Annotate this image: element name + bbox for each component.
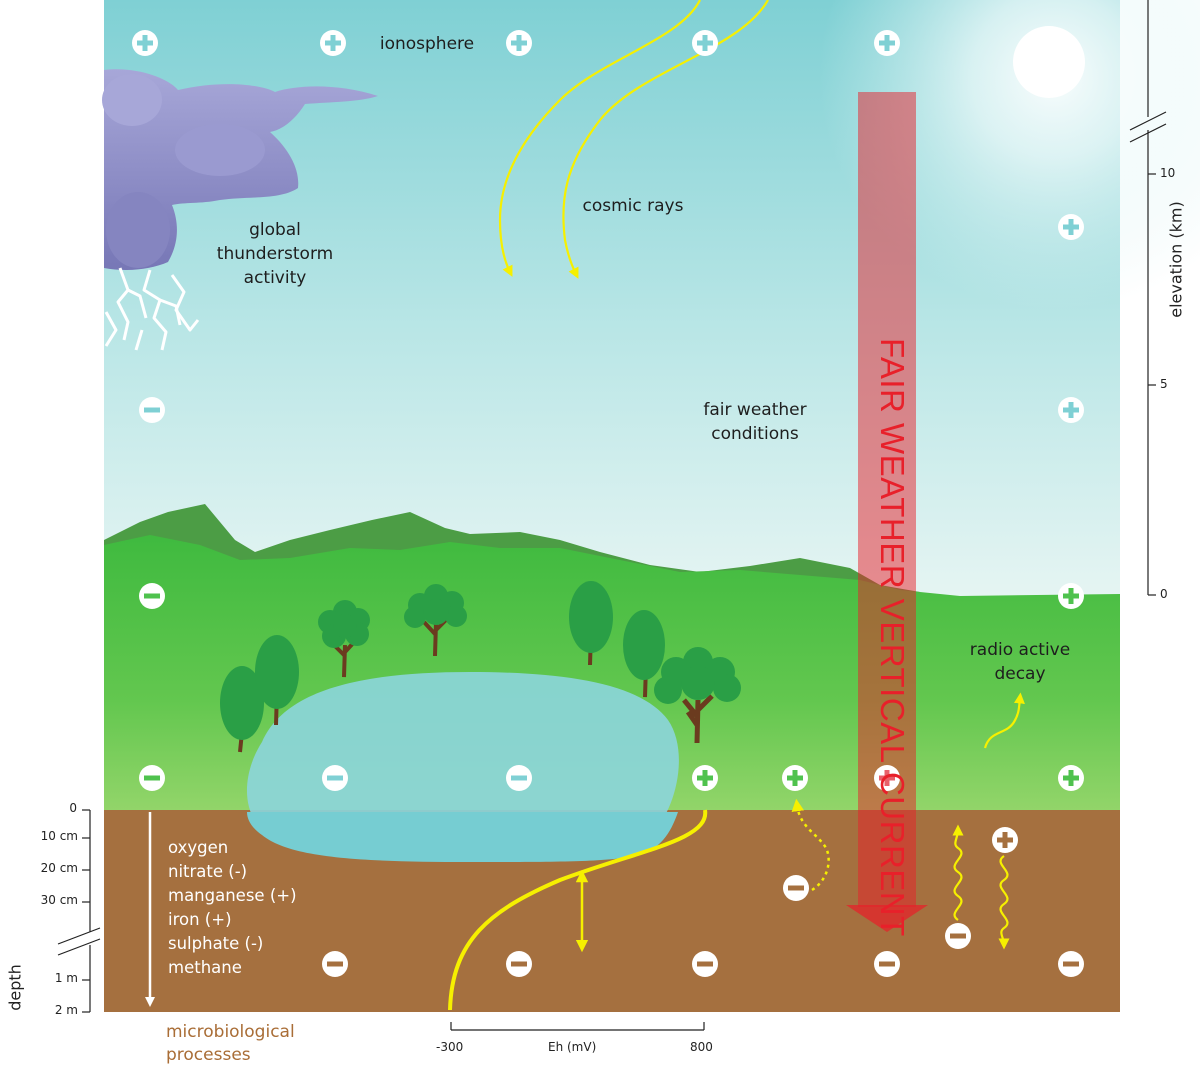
charge-symbols <box>132 30 1084 977</box>
negative-charge-icon <box>692 951 718 977</box>
depth-tick-label: 2 m <box>54 1003 78 1017</box>
positive-charge-icon <box>320 30 346 56</box>
wavy-arrow-up <box>952 824 964 921</box>
positive-charge-icon <box>1058 397 1084 423</box>
negative-charge-icon <box>139 583 165 609</box>
soil-process-item: manganese (+) <box>168 886 297 905</box>
positive-charge-icon <box>782 765 808 791</box>
positive-charge-icon <box>992 827 1018 853</box>
soil-process-item: methane <box>168 958 242 977</box>
fair-weather-label-line: conditions <box>711 424 799 444</box>
negative-charge-icon <box>506 951 532 977</box>
negative-charge-icon <box>322 951 348 977</box>
elevation-tick-label: 10 <box>1160 166 1176 180</box>
tree <box>255 635 299 726</box>
eh-axis-max-label: 800 <box>690 1040 713 1054</box>
ionosphere-label: ionosphere <box>379 34 475 54</box>
radioactive-decay-arrow <box>983 692 1025 749</box>
soil-process-item: sulphate (-) <box>168 934 264 953</box>
positive-charge-icon <box>692 30 718 56</box>
depth-tick-label: 1 m <box>54 971 78 985</box>
cosmic-rays-label: cosmic rays <box>582 196 684 216</box>
negative-charge-icon <box>945 923 971 949</box>
eh-axis-min-label: -300 <box>436 1040 464 1054</box>
negative-charge-icon <box>322 765 348 791</box>
tree <box>654 647 741 744</box>
negative-charge-icon <box>874 951 900 977</box>
elevation-axis <box>1129 0 1167 596</box>
tree <box>220 666 264 753</box>
tree <box>623 610 665 698</box>
microbiological-processes-line: processes <box>166 1045 251 1065</box>
elevation-tick-label: 5 <box>1160 377 1168 391</box>
negative-charge-icon <box>139 765 165 791</box>
positive-charge-icon <box>1058 214 1084 240</box>
radioactive-decay-label-line: radio active <box>969 640 1071 660</box>
positive-charge-icon <box>692 765 718 791</box>
thunderstorm-label: global thunderstorm activity <box>200 218 350 290</box>
thunderstorm-label-line: global <box>249 220 301 240</box>
soil-process-list: oxygen nitrate (-) manganese (+) iron (+) su… <box>168 836 297 980</box>
soil-process-item: oxygen <box>168 838 229 857</box>
depth-tick-label: 10 cm <box>40 829 78 843</box>
soil-process-item: nitrate (-) <box>168 862 248 881</box>
lightning-bolts <box>104 267 200 351</box>
fair-weather-current-label: FAIR WEATHER VERTICAL CURRENT <box>874 338 911 937</box>
microbiological-processes-label: microbiological processes <box>166 1021 295 1067</box>
trees <box>220 581 741 753</box>
elevation-tick-label: 0 <box>1160 587 1168 601</box>
negative-charge-icon <box>1058 951 1084 977</box>
thunderstorm-label-line: thunderstorm <box>216 244 334 264</box>
dotted-arrow <box>791 798 830 892</box>
pond-under-soil <box>247 812 678 862</box>
positive-charge-icon <box>132 30 158 56</box>
redox-curve <box>448 809 708 1011</box>
tree <box>318 600 370 678</box>
negative-charge-icon <box>139 397 165 423</box>
sun <box>1013 26 1085 98</box>
positive-charge-icon <box>1058 583 1084 609</box>
tree <box>404 584 467 657</box>
fair-weather-label: fair weather conditions <box>680 398 830 446</box>
depth-axis <box>57 809 101 1013</box>
eh-axis <box>450 1022 705 1031</box>
positive-charge-icon <box>874 30 900 56</box>
positive-charge-icon <box>874 765 900 791</box>
depth-tick-label: 30 cm <box>40 893 78 907</box>
fair-weather-label-line: fair weather <box>703 400 807 420</box>
depth-tick-label: 0 <box>69 801 77 815</box>
negative-charge-icon <box>783 875 809 901</box>
elevation-axis-title: elevation (km) <box>1166 201 1186 318</box>
radioactive-decay-label: radio active decay <box>950 638 1090 686</box>
depth-tick-label: 20 cm <box>40 861 78 875</box>
wavy-arrow-down <box>998 855 1010 950</box>
negative-charge-icon <box>506 765 532 791</box>
positive-charge-icon <box>1058 765 1084 791</box>
microbiological-processes-line: microbiological <box>166 1022 295 1042</box>
tree <box>569 581 613 666</box>
thunderstorm-label-line: activity <box>243 268 307 288</box>
eh-axis-title: Eh (mV) <box>548 1040 597 1054</box>
soil-process-item: iron (+) <box>168 910 232 929</box>
thunderstorm-cloud <box>102 69 378 270</box>
positive-charge-icon <box>506 30 532 56</box>
radioactive-decay-label-line: decay <box>994 664 1046 684</box>
